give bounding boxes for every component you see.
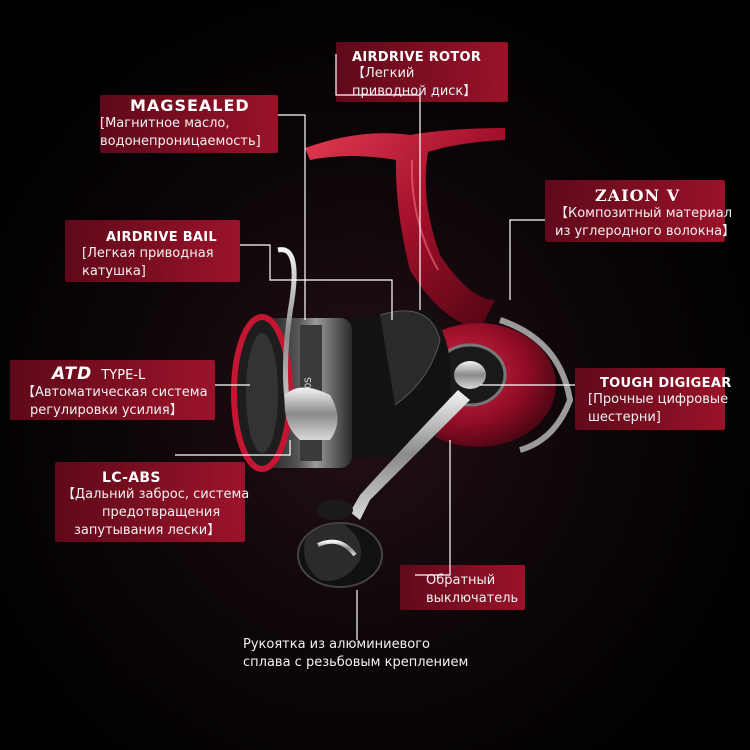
atd-box (10, 360, 215, 420)
zaion-box (545, 180, 725, 242)
callout-tough-digigear: TOUGH DIGIGEAR [Прочные цифровые шестерн… (588, 376, 732, 427)
reverse-switch-box (400, 565, 525, 610)
atd-desc-2: регулировки усилия】 (30, 403, 183, 418)
magsealed-box (100, 95, 278, 153)
lc-abs-desc-1: 【Дальний заброс, система (62, 487, 250, 502)
tough-digigear-box (575, 368, 725, 430)
magsealed-desc-2: водонепроницаемость] (100, 134, 261, 149)
lc-abs-desc-3: запутывания лески】 (74, 523, 221, 538)
airdrive-bail-desc-1: [Легкая приводная (82, 246, 214, 261)
reverse-switch-desc-2: выключатель (426, 591, 519, 606)
airdrive-rotor-desc-2: приводной диск】 (352, 84, 477, 99)
magsealed-logo-text: MAGSEALED (130, 96, 250, 115)
bail-wire (277, 247, 297, 421)
callout-atd: ATD TYPE-L 【Автоматическая система регул… (22, 364, 208, 420)
airdrive-rotor-desc-1: 【Легкий (352, 66, 415, 81)
airdrive-rotor-title: AIRDRIVE ROTOR (352, 50, 482, 65)
bail-arm (284, 387, 338, 440)
callout-reverse-switch: Обратный выключатель (426, 572, 518, 608)
atd-type-text: TYPE-L (101, 368, 146, 383)
atd-logo-text: ATD (52, 364, 93, 384)
callout-airdrive-bail: AIRDRIVE BAIL [Легкая приводная катушка] (82, 230, 217, 281)
handle-knob (297, 500, 383, 588)
handle-desc-2: сплава с резьбовым креплением (243, 655, 469, 670)
callout-magsealed: MAGSEALED [Магнитное масло, водонепрониц… (100, 96, 261, 151)
airdrive-bail-title: AIRDRIVE BAIL (106, 230, 218, 245)
airdrive-bail-desc-2: катушка] (82, 264, 146, 279)
handle-desc-1: Рукоятка из алюминиевого (243, 637, 430, 652)
callout-airdrive-rotor: AIRDRIVE ROTOR 【Легкий приводной диск】 (352, 50, 481, 101)
magsealed-desc-1: [Магнитное масло, (100, 116, 230, 131)
zaion-desc-1: 【Композитный материал (555, 206, 733, 221)
atd-desc-1: 【Автоматическая система (22, 385, 208, 400)
callout-zaion: ZAION V 【Композитный материал из углерод… (555, 186, 735, 241)
callout-handle: Рукоятка из алюминиевого сплава с резьбо… (243, 636, 468, 672)
tough-digigear-title: TOUGH DIGIGEAR (600, 376, 732, 391)
tough-digigear-desc-1: [Прочные цифровые (588, 392, 729, 407)
airdrive-rotor-box (336, 42, 508, 102)
zaion-logo-text: ZAION V (595, 186, 681, 205)
lc-abs-desc-2: предотвращения (102, 505, 221, 520)
zaion-desc-2: из углеродного волокна】 (555, 224, 736, 239)
reverse-switch-desc-1: Обратный (426, 573, 496, 588)
airdrive-bail-box (65, 220, 240, 282)
tough-digigear-desc-2: шестерни] (588, 410, 661, 425)
lc-abs-title: LC-ABS (102, 470, 161, 486)
lc-abs-box (55, 462, 245, 542)
callout-lc-abs: LC-ABS 【Дальний заброс, система предотвр… (62, 470, 249, 540)
reel-foot (305, 128, 505, 330)
handle-arm (350, 390, 470, 520)
